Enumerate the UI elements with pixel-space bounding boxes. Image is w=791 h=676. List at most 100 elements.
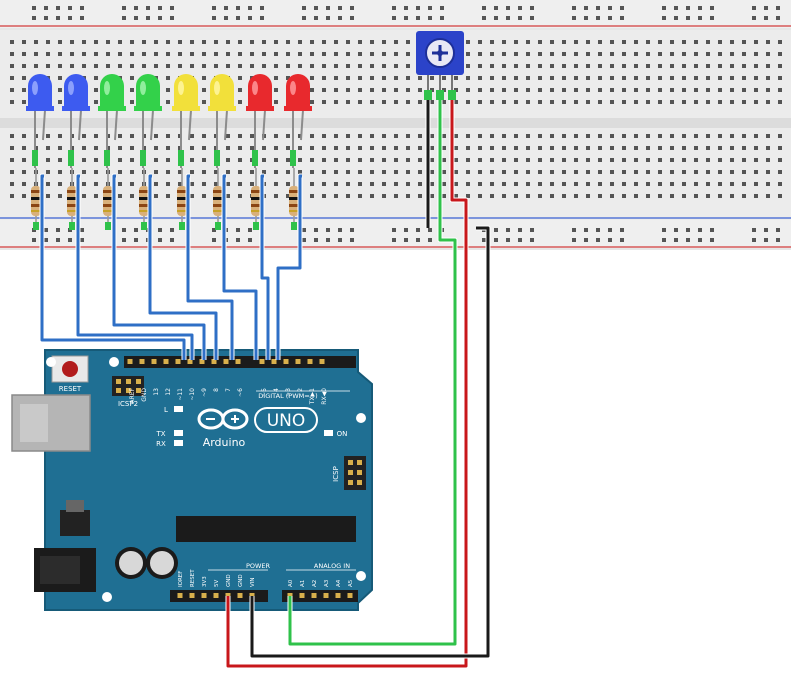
breadboard-hole xyxy=(742,194,746,198)
analog-pin[interactable] xyxy=(311,593,317,598)
breadboard-hole xyxy=(718,64,722,68)
breadboard-hole xyxy=(574,170,578,174)
breadboard-hole xyxy=(718,158,722,162)
power-pin[interactable] xyxy=(225,593,231,598)
led-blue[interactable] xyxy=(26,74,54,168)
led-red[interactable] xyxy=(246,74,274,168)
digital-pin[interactable] xyxy=(175,359,181,364)
led-green[interactable] xyxy=(98,74,126,168)
rail-hole xyxy=(122,16,126,20)
digital-pin[interactable] xyxy=(319,359,325,364)
breadboard-hole xyxy=(670,182,674,186)
signal-wire-2[interactable] xyxy=(76,174,194,360)
digital-pin[interactable] xyxy=(187,359,193,364)
potentiometer[interactable] xyxy=(416,31,464,100)
rail-hole xyxy=(662,228,666,232)
breadboard-hole xyxy=(46,134,50,138)
signal-wire-6[interactable] xyxy=(222,174,258,360)
breadboard-hole xyxy=(382,182,386,186)
breadboard-hole xyxy=(190,194,194,198)
breadboard-hole xyxy=(406,158,410,162)
digital-pin[interactable] xyxy=(307,359,313,364)
analog-pin[interactable] xyxy=(299,593,305,598)
digital-pin[interactable] xyxy=(283,359,289,364)
signal-wire-7[interactable] xyxy=(260,174,270,360)
signal-wire-1[interactable] xyxy=(40,174,186,360)
board-pcb xyxy=(44,349,373,611)
led-yellow[interactable] xyxy=(208,74,236,168)
reset-button-cap[interactable] xyxy=(62,361,78,377)
digital-pin[interactable] xyxy=(295,359,301,364)
breadboard-hole xyxy=(346,182,350,186)
gnd-return-wire[interactable] xyxy=(250,226,490,658)
led-green[interactable] xyxy=(134,74,162,168)
power-pin[interactable] xyxy=(189,593,195,598)
breadboard-hole xyxy=(550,146,554,150)
rail-hole xyxy=(776,6,780,10)
led-red[interactable] xyxy=(284,74,312,168)
digital-pin[interactable] xyxy=(151,359,157,364)
rail-hole xyxy=(764,16,768,20)
model-label: UNO xyxy=(267,411,306,431)
breadboard-hole xyxy=(466,194,470,198)
breadboard-hole xyxy=(766,76,770,80)
pot-5v-wire[interactable] xyxy=(226,100,468,668)
signal-wire-5[interactable] xyxy=(186,174,234,360)
breadboard-hole xyxy=(550,100,554,104)
breadboard-hole xyxy=(370,76,374,80)
digital-pin[interactable] xyxy=(127,359,133,364)
digital-pin-label: 4 xyxy=(273,388,280,392)
breadboard-hole xyxy=(478,194,482,198)
digital-pin[interactable] xyxy=(223,359,229,364)
digital-pin-label: ~10 xyxy=(189,388,196,401)
breadboard-hole xyxy=(670,146,674,150)
breadboard-hole xyxy=(502,64,506,68)
digital-pin[interactable] xyxy=(211,359,217,364)
breadboard-hole xyxy=(502,40,506,44)
breadboard-hole xyxy=(334,88,338,92)
breadboard-hole xyxy=(526,88,530,92)
breadboard-hole xyxy=(766,134,770,138)
pot-signal-wire-a0[interactable] xyxy=(288,100,457,646)
signal-wire-3[interactable] xyxy=(112,174,206,360)
breadboard-hole xyxy=(382,134,386,138)
breadboard-hole xyxy=(310,182,314,186)
power-pin[interactable] xyxy=(249,593,255,598)
breadboard-hole xyxy=(538,52,542,56)
led-yellow[interactable] xyxy=(172,74,200,168)
digital-pin[interactable] xyxy=(235,359,241,364)
digital-pin[interactable] xyxy=(259,359,265,364)
breadboard-hole xyxy=(262,52,266,56)
breadboard-hole xyxy=(130,76,134,80)
breadboard-hole xyxy=(58,134,62,138)
breadboard-hole xyxy=(274,40,278,44)
analog-pin[interactable] xyxy=(287,593,293,598)
power-pin[interactable] xyxy=(213,593,219,598)
power-pin[interactable] xyxy=(237,593,243,598)
breadboard-hole xyxy=(742,146,746,150)
digital-pin[interactable] xyxy=(271,359,277,364)
signal-wire-4[interactable] xyxy=(148,174,218,360)
breadboard-hole xyxy=(778,158,782,162)
analog-pin[interactable] xyxy=(347,593,353,598)
breadboard-hole xyxy=(358,134,362,138)
power-pin[interactable] xyxy=(201,593,207,598)
breadboard-hole xyxy=(94,40,98,44)
power-pin[interactable] xyxy=(177,593,183,598)
digital-pin[interactable] xyxy=(199,359,205,364)
breadboard-hole xyxy=(358,88,362,92)
rail-hole xyxy=(776,238,780,242)
breadboard-hole xyxy=(166,158,170,162)
analog-pin[interactable] xyxy=(335,593,341,598)
digital-pin[interactable] xyxy=(163,359,169,364)
breadboard-hole xyxy=(82,194,86,198)
mount-hole xyxy=(102,592,112,602)
breadboard-hole xyxy=(550,182,554,186)
rail-hole xyxy=(530,16,534,20)
signal-wire-8[interactable] xyxy=(276,174,302,360)
led-blue[interactable] xyxy=(62,74,90,168)
digital-pin[interactable] xyxy=(139,359,145,364)
breadboard-hole xyxy=(490,182,494,186)
analog-pin[interactable] xyxy=(323,593,329,598)
breadboard-hole xyxy=(610,194,614,198)
